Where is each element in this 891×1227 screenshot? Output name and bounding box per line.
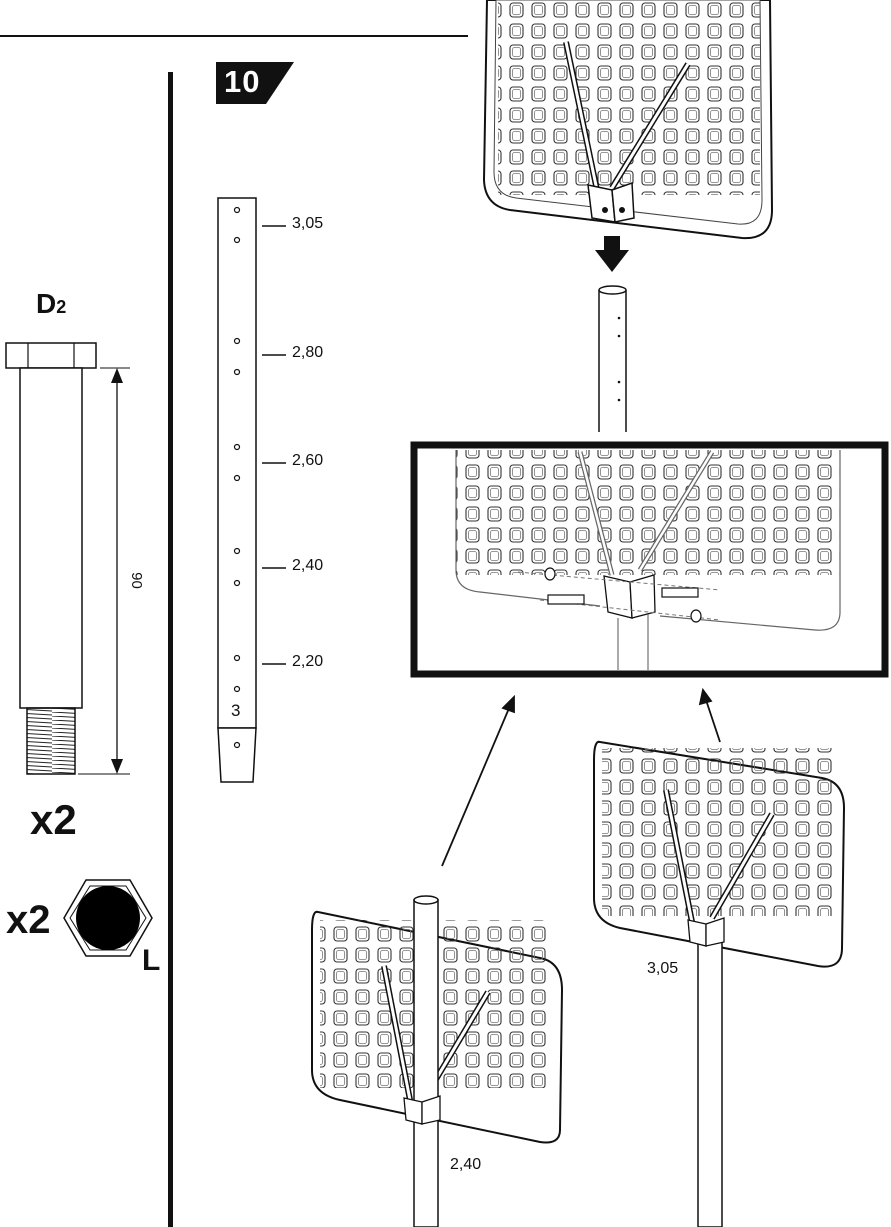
bolt-drawing	[5, 342, 130, 775]
nut-label: L	[142, 944, 161, 977]
pole-section-number: 3	[231, 701, 241, 720]
left-view-height: 2,40	[450, 1156, 482, 1173]
bolt-length: 90	[127, 572, 145, 589]
bolt-quantity: x2	[30, 796, 77, 843]
top-backboard	[482, 0, 774, 240]
step-number: 10	[224, 64, 261, 99]
detail-box	[410, 441, 889, 678]
height-label: 2,60	[292, 452, 324, 469]
part-name: D2	[36, 288, 66, 320]
height-label: 2,20	[292, 653, 324, 670]
pointer-arrows	[441, 687, 721, 867]
height-label: 2,80	[292, 344, 324, 361]
right-view-height: 3,05	[647, 960, 679, 977]
down-arrow	[595, 236, 629, 272]
nut-drawing	[63, 879, 153, 957]
nut-quantity: x2	[6, 898, 51, 942]
height-label: 2,40	[292, 557, 324, 574]
part-name-main: D	[36, 288, 57, 319]
part-name-sub: 2	[56, 297, 67, 317]
step-badge-shape	[216, 62, 294, 104]
pole-section	[217, 197, 286, 783]
divider	[168, 72, 173, 1227]
height-label: 3,05	[292, 215, 324, 232]
left-backboard	[311, 895, 564, 1227]
right-backboard	[593, 740, 846, 1227]
top-pole	[598, 285, 627, 432]
